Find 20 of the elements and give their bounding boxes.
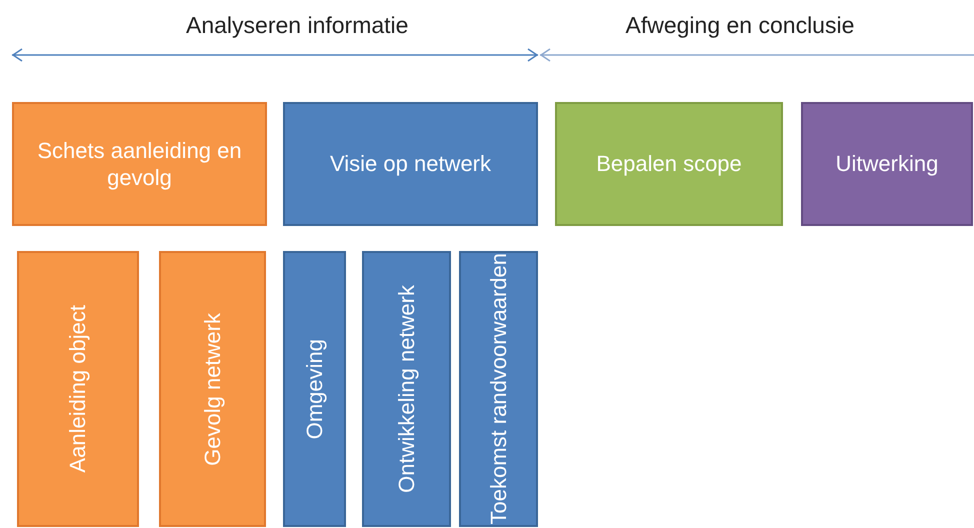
box-label: Uitwerking — [836, 150, 938, 178]
process-box — [555, 102, 783, 226]
box-label: Gevolg netwerk — [198, 312, 226, 466]
vertical-process-box — [17, 251, 139, 527]
box-label: Schets aanleiding en gevolg — [36, 136, 243, 192]
vertical-process-box — [362, 251, 451, 527]
box-label: Visie op netwerk — [330, 150, 491, 178]
phase-label: Afweging en conclusie — [626, 12, 854, 39]
process-box — [283, 102, 538, 226]
box-label: Toekomst randvoorwaarden — [484, 253, 512, 525]
box-label: Ontwikkeling netwerk — [392, 285, 420, 493]
box-label: Omgeving — [300, 338, 328, 440]
vertical-process-box — [283, 251, 346, 527]
box-label: Bepalen scope — [596, 150, 742, 178]
phase-label: Analyseren informatie — [186, 12, 408, 39]
process-box — [801, 102, 973, 226]
vertical-process-box — [459, 251, 538, 527]
vertical-process-box — [159, 251, 266, 527]
process-box — [12, 102, 267, 226]
box-label: Aanleiding object — [64, 305, 92, 473]
